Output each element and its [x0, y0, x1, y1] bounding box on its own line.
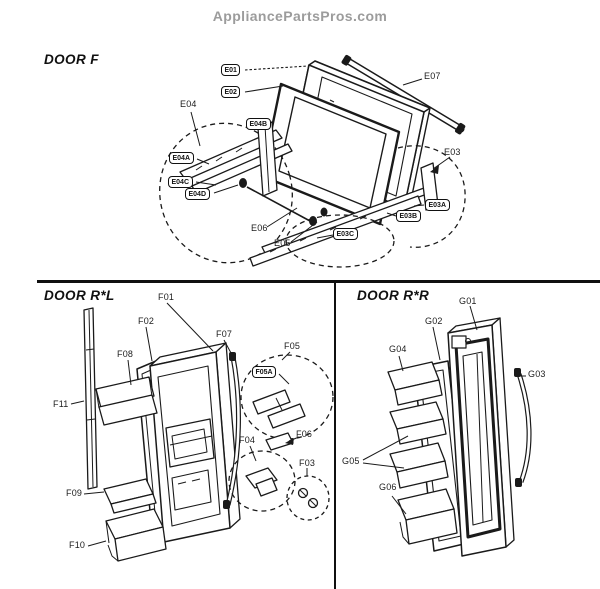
part-label-e01: E01 [221, 64, 241, 76]
hinge-part [245, 467, 278, 489]
door-rr-inner-frame [454, 337, 502, 539]
part-label-g02: G02 [425, 316, 443, 326]
part-label-e05: E05 [274, 238, 291, 248]
part-label-g05: G05 [342, 456, 360, 466]
handle-endcap [223, 500, 230, 509]
part-label-g04: G04 [389, 344, 407, 354]
bracket-part [252, 389, 291, 415]
door-bin [95, 376, 155, 409]
door-bin-front [114, 526, 167, 562]
section-title-door-rl: DOOR R*L [44, 288, 115, 303]
door-rr-liner [462, 351, 493, 526]
part-label-e04b: E04B [246, 118, 271, 130]
part-label-e04a: E04A [169, 152, 194, 164]
screw [307, 497, 319, 509]
part-label-f10: F10 [69, 540, 86, 550]
part-label-e04d: E04D [185, 188, 210, 200]
part-label-g01: G01 [459, 296, 477, 306]
part-label-e03c: E03C [333, 228, 358, 240]
handle-endcap [515, 478, 522, 487]
handle-endcap [455, 122, 466, 135]
horizontal-divider [37, 280, 600, 283]
door-rl-liner [157, 365, 221, 527]
door-bin-front [98, 394, 158, 426]
part-label-f07: F07 [216, 329, 233, 339]
door-rr-illustration [362, 305, 532, 557]
door-f-illustration [159, 54, 466, 268]
fastener-dot [239, 178, 247, 188]
part-label-f05: F05 [284, 341, 301, 351]
door-rl-illustration [70, 302, 334, 562]
part-label-e02: E02 [221, 86, 241, 98]
door-bin-front [396, 460, 449, 489]
fastener-dot [320, 207, 328, 217]
part-label-e07: E07 [424, 71, 441, 81]
part-label-f06: F06 [296, 429, 313, 439]
part-label-e04: E04 [180, 99, 197, 109]
part-label-e03: E03 [444, 147, 461, 157]
dispenser-slot [171, 469, 212, 511]
vertical-divider [334, 281, 336, 589]
part-label-f03: F03 [299, 458, 316, 468]
door-shelf-front [110, 493, 157, 514]
part-label-f04: F04 [239, 435, 256, 445]
part-label-g06: G06 [379, 482, 397, 492]
screw [297, 487, 309, 499]
section-title-door-f: DOOR F [44, 52, 99, 67]
bracket-part [267, 403, 306, 429]
part-label-e06: E06 [251, 223, 268, 233]
part-label-f09: F09 [66, 488, 83, 498]
section-title-door-rr: DOOR R*R [357, 288, 430, 303]
hinge-part [255, 477, 278, 497]
handle-endcap [514, 368, 521, 377]
door-bin-front [405, 508, 458, 545]
part-label-g03: G03 [528, 369, 546, 379]
part-label-f01: F01 [158, 292, 175, 302]
door-bin-front [394, 379, 443, 406]
part-label-e04c: E04C [168, 176, 193, 188]
part-label-f11: F11 [53, 399, 69, 409]
part-label-f02: F02 [138, 316, 155, 326]
part-label-e03a: E03A [425, 199, 450, 211]
site-watermark: AppliancePartsPros.com [212, 8, 388, 24]
door-bin-front [396, 418, 447, 445]
part-label-f05a: F05A [252, 366, 277, 378]
part-label-f08: F08 [117, 349, 134, 359]
part-label-e03b: E03B [396, 210, 421, 222]
handle-endcap [229, 352, 236, 361]
hinge-bracket [451, 335, 467, 349]
handle-endcap [341, 54, 352, 66]
